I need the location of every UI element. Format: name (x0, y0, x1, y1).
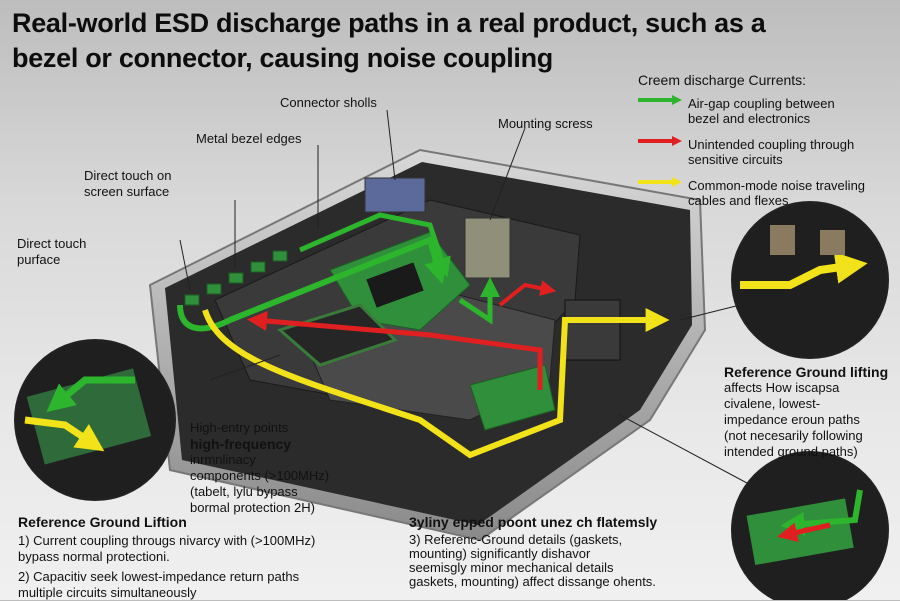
legend-text-red: Unintended coupling through sensitive ci… (688, 137, 855, 167)
legend-item-red: Unintended coupling through sensitive ci… (638, 136, 893, 167)
small-pcb (469, 364, 556, 431)
connector-block (364, 177, 426, 213)
legend-text-yellow: Common-mode noise traveling cables and f… (688, 178, 866, 208)
bottom-left-note: Reference Ground Liftion 1) Current coup… (18, 514, 388, 601)
bottom-right-note: 3yliny epped poont unez ch flatemsly 3) … (409, 514, 729, 589)
bottom-right-heading: 3yliny epped poont unez ch flatemsly (409, 514, 658, 530)
bottom-left-item2: 2) Capacitiv seek lowest-impedance retur… (18, 569, 300, 600)
yellow-arrow-icon (638, 177, 682, 187)
yellow-path (202, 308, 670, 459)
green-arrow-icon (638, 95, 682, 105)
red-path-2 (498, 280, 557, 307)
main-chip (366, 262, 424, 308)
bottom-right-item3: 3) Referenc-Ground details (gaskets, mou… (409, 532, 656, 589)
callout-direct-touch-screen: Direct touch on screen surface (84, 168, 172, 199)
inset-left (14, 339, 176, 501)
legend-title: Creem discharge Currents: (638, 72, 807, 88)
legend-item-yellow: Common-mode noise traveling cables and f… (638, 177, 893, 208)
callout-direct-touch-surface: Direct touch purface (17, 236, 87, 267)
side-connector (564, 299, 621, 361)
inset-right-bottom (731, 451, 889, 600)
legend: Creem discharge Currents: Air-gap coupli… (638, 72, 893, 219)
bezel-edge-components (184, 250, 288, 306)
callout-connector-shells: Connector sholls (280, 95, 377, 110)
right-note-body: affects How iscapsa civalene, lowest- im… (724, 380, 863, 459)
green-path-2 (298, 212, 451, 278)
processor (276, 303, 398, 367)
inset-right-top (731, 201, 889, 359)
green-path-3 (458, 277, 500, 325)
bottom-left-item1: 1) Current coupling througs nivarcy with… (18, 533, 316, 564)
right-note: Reference Ground lifting affects How isc… (724, 364, 900, 460)
center-note-line1: High-entry points (190, 420, 289, 435)
right-note-heading: Reference Ground lifting (724, 364, 889, 380)
callout-mounting-screws: Mounting scress (498, 116, 593, 131)
mounting-block (464, 217, 511, 279)
bottom-left-heading: Reference Ground Liftion (18, 514, 187, 530)
red-path (247, 311, 543, 390)
legend-text-green: Air-gap coupling between bezel and elect… (688, 96, 835, 126)
red-arrow-icon (638, 136, 682, 146)
center-note-body: inrmnlinacy components (>100MHz) (tabelt… (190, 452, 330, 515)
legend-item-green: Air-gap coupling between bezel and elect… (638, 95, 893, 126)
callout-metal-bezel: Metal bezel edges (196, 131, 302, 146)
center-note: High-entry points high-frequency inrmnli… (190, 420, 370, 516)
page-title: Real-world ESD discharge paths in a real… (12, 8, 766, 73)
center-note-heading: high-frequency (190, 436, 292, 452)
green-path (177, 235, 448, 332)
